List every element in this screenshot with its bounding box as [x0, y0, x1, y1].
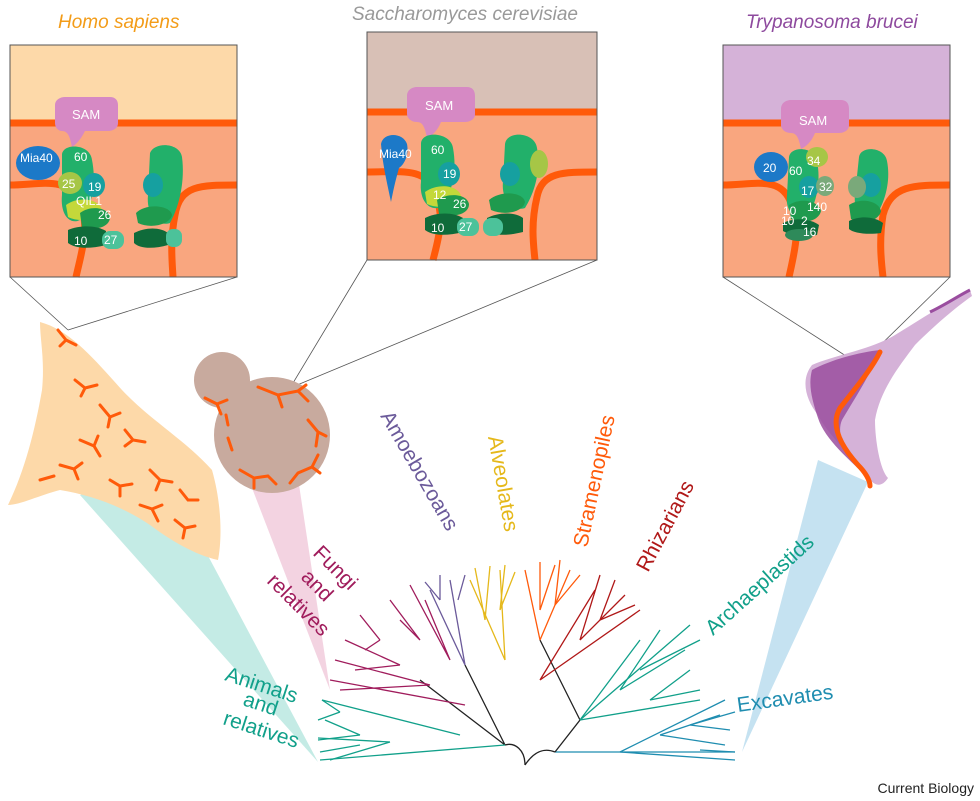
sub-10a: 10 [783, 204, 797, 218]
trypanosome-cell [805, 288, 972, 489]
sub-26: 26 [98, 208, 112, 222]
sub-10b: 10 [781, 214, 795, 228]
sub-16: 16 [803, 225, 817, 239]
sam-label: SAM [425, 98, 453, 113]
title-trypanosoma: Trypanosoma brucei [746, 12, 918, 33]
panel-human-frame [9, 44, 238, 278]
sub-19: 19 [88, 180, 102, 194]
sub-27: 27 [104, 233, 118, 247]
yeast-cell [194, 352, 330, 493]
sub-12: 12 [433, 188, 447, 202]
sub-32: 32 [819, 180, 833, 194]
sub-17: 17 [801, 184, 815, 198]
sub-60: 60 [789, 164, 803, 178]
human-cell [8, 322, 221, 560]
trypanosome-cone [742, 460, 868, 752]
clade-amoebozoans: Amoebozoans [376, 407, 463, 535]
panel-yeast-frame [366, 31, 598, 261]
panel-trypanosoma: SAM 20 60 34 17 32 10 140 10 2 16 [722, 45, 951, 278]
yeast-cone [252, 478, 330, 690]
sub-10: 10 [431, 221, 445, 235]
sam-label: SAM [72, 107, 100, 122]
human-cone [80, 462, 318, 762]
clade-alveolates: Alveolates [483, 434, 522, 533]
sub-27: 27 [459, 220, 473, 234]
sam-label: SAM [799, 113, 827, 128]
sub-34: 34 [807, 154, 821, 168]
sub-26: 26 [453, 197, 467, 211]
sub-140: 140 [807, 200, 827, 214]
sub-2: 2 [801, 214, 808, 228]
clade-stramenopiles: Stramenopiles [569, 413, 619, 549]
connector-lines [9, 259, 951, 389]
sub-10: 10 [74, 234, 88, 248]
sub-60: 60 [431, 143, 445, 157]
sub-19: 19 [443, 167, 457, 181]
title-saccharomyces: Saccharomyces cerevisiae [352, 4, 578, 25]
mia40-label: Mia40 [379, 147, 412, 161]
panel-trypanosome-frame [722, 44, 951, 278]
panel-saccharomyces: SAM Mia40 60 19 12 26 10 27 [366, 32, 598, 261]
journal-credit: Current Biology [877, 780, 975, 796]
sub-qil1: QIL1 [76, 194, 102, 208]
mia40-label: Mia40 [20, 151, 53, 165]
panel-homo-sapiens: SAM Mia40 60 25 19 QIL1 26 10 27 [9, 45, 238, 278]
phylogenetic-tree [317, 559, 736, 766]
clade-excavates: Excavates [735, 681, 834, 717]
sub-60: 60 [74, 150, 88, 164]
sub-20: 20 [763, 161, 777, 175]
title-homo-sapiens: Homo sapiens [58, 12, 180, 33]
clade-rhizarians: Rhizarians [632, 477, 699, 575]
sub-25: 25 [62, 177, 76, 191]
